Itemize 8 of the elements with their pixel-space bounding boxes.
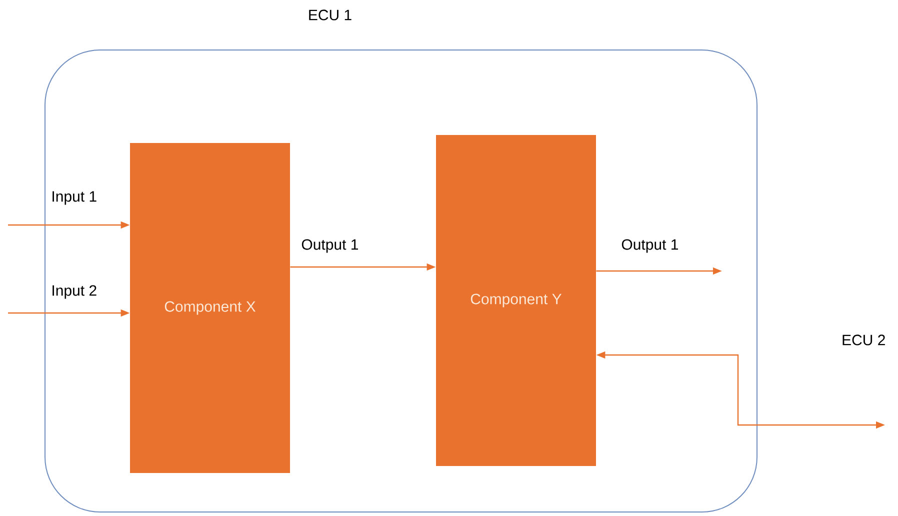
edge-label: Input 1	[50, 190, 98, 206]
edge-label: Input 2	[50, 284, 98, 300]
node-label: ECU 1	[309, 10, 352, 20]
edge-label: Output 1	[300, 238, 360, 254]
component-box: Component X	[130, 143, 290, 473]
component-box: Component Y	[436, 135, 596, 466]
edge-label: Output 1	[620, 238, 680, 254]
ecu-label: ECU 2	[842, 334, 885, 346]
